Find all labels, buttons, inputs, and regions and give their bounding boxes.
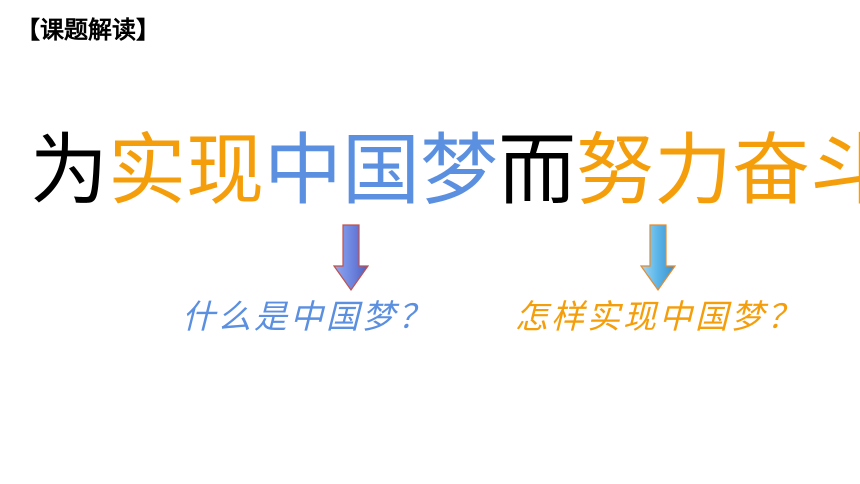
down-arrow-icon <box>640 224 676 292</box>
question-what-is-chinese-dream: 什么是中国梦？ <box>182 297 434 336</box>
question-how-to-realize-chinese-dream: 怎样实现中国梦？ <box>515 297 803 336</box>
title-part-5: 努力奋斗 <box>576 126 860 216</box>
title-part-4: 而 <box>498 126 577 216</box>
section-label: 【课题解读】 <box>16 16 160 44</box>
main-title: 为实现中国梦而努力奋斗 <box>30 132 860 210</box>
title-part-1: 为 <box>30 126 109 216</box>
down-arrow-icon <box>333 224 369 292</box>
title-part-3: 中国梦 <box>264 126 499 216</box>
title-part-2: 实现 <box>108 126 265 216</box>
